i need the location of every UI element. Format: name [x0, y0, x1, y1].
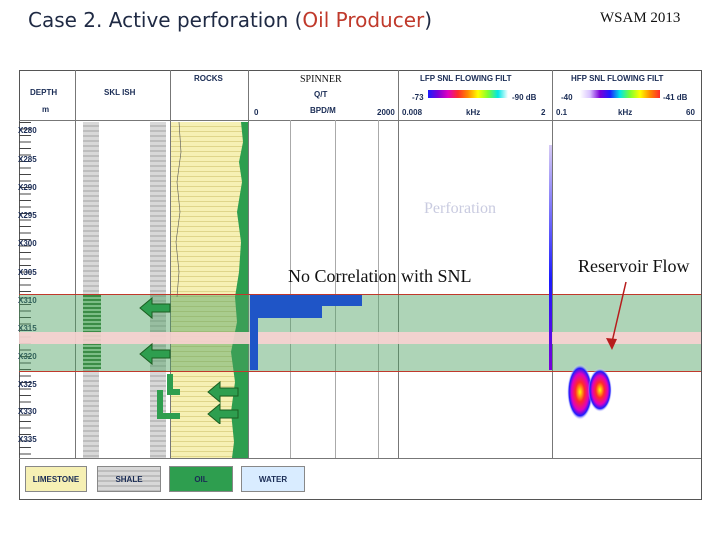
legend-shale: SHALE — [97, 466, 161, 492]
track-separator — [248, 70, 249, 458]
track-separator — [75, 70, 76, 458]
depth-label: X305 — [18, 268, 37, 277]
legend-oil: OIL — [169, 466, 233, 492]
legend-water: WATER — [241, 466, 305, 492]
depth-label: X280 — [18, 126, 37, 135]
depth-label: X315 — [18, 324, 37, 333]
spinner-gridline — [290, 120, 291, 458]
depth-label: X320 — [18, 352, 37, 361]
oil-curve — [175, 122, 248, 458]
log-panel — [19, 70, 702, 500]
casing-left — [83, 122, 99, 458]
casing-right — [150, 122, 166, 458]
track-separator — [552, 70, 553, 458]
depth-unit: m — [42, 105, 50, 114]
lfp-scale-max: -90 dB — [512, 93, 537, 102]
track-separator — [398, 70, 399, 458]
header-divider — [19, 120, 701, 121]
depth-label: X285 — [18, 155, 37, 164]
interval-gap-band — [19, 332, 701, 344]
reservoir-flow-arrow — [606, 281, 627, 350]
spinner-gridline — [335, 120, 336, 458]
hfp-scale-min: -40 — [561, 93, 573, 102]
reservoir-flow-annotation: Reservoir Flow — [578, 256, 690, 276]
flow-arrows — [139, 296, 239, 424]
lfp-color-scale — [428, 90, 508, 98]
depth-label: X325 — [18, 380, 37, 389]
depth-label: X290 — [18, 183, 37, 192]
spinner-gridline — [378, 120, 379, 458]
lfp-range-min: 0.008 — [402, 108, 423, 117]
slide-title: Case 2. Active perforation (Oil Producer… — [28, 8, 433, 32]
rocks-track-header: ROCKS — [194, 74, 223, 83]
no-correlation-annotation: No Correlation with SNL — [288, 266, 472, 286]
lfp-scale-min: -73 — [412, 93, 424, 102]
depth-label: X300 — [18, 239, 37, 248]
hfp-range-min: 0.1 — [556, 108, 568, 117]
lfp-track-header: LFP SNL FLOWING FILT — [420, 74, 512, 83]
depth-track-header: DEPTH — [30, 88, 58, 97]
track-separator — [170, 70, 171, 458]
lfp-noise-trace — [549, 145, 552, 370]
spinner-min: 0 — [254, 108, 259, 117]
lfp-unit: kHz — [466, 108, 481, 117]
shale-track-header: SKL ISH — [104, 88, 136, 97]
depth-label: X330 — [18, 407, 37, 416]
depth-ticks — [19, 122, 75, 458]
depth-label: X295 — [18, 211, 37, 220]
legend-divider — [19, 458, 701, 459]
depth-label: X335 — [18, 435, 37, 444]
spinner-curve-label: Q/T — [314, 90, 328, 99]
spinner-unit: BPD/M — [310, 106, 336, 115]
hfp-range-max: 60 — [686, 108, 695, 117]
spinner-max: 2000 — [377, 108, 395, 117]
depth-label: X310 — [18, 296, 37, 305]
hfp-color-scale — [580, 90, 660, 98]
hfp-scale-max: -41 dB — [663, 93, 688, 102]
perforation-annotation: Perforation — [424, 200, 496, 217]
legend-limestone: LIMESTONE — [25, 466, 87, 492]
spinner-bar — [250, 306, 322, 318]
spinner-bar — [250, 295, 362, 306]
conference-label: WSAM 2013 — [600, 10, 681, 26]
spinner-bar — [250, 318, 258, 370]
spinner-track-header: SPINNER — [300, 74, 342, 85]
hfp-noise-hotspot — [567, 364, 612, 420]
hfp-track-header: HFP SNL FLOWING FILT — [571, 74, 664, 83]
hfp-unit: kHz — [618, 108, 633, 117]
lfp-range-max: 2 — [541, 108, 546, 117]
